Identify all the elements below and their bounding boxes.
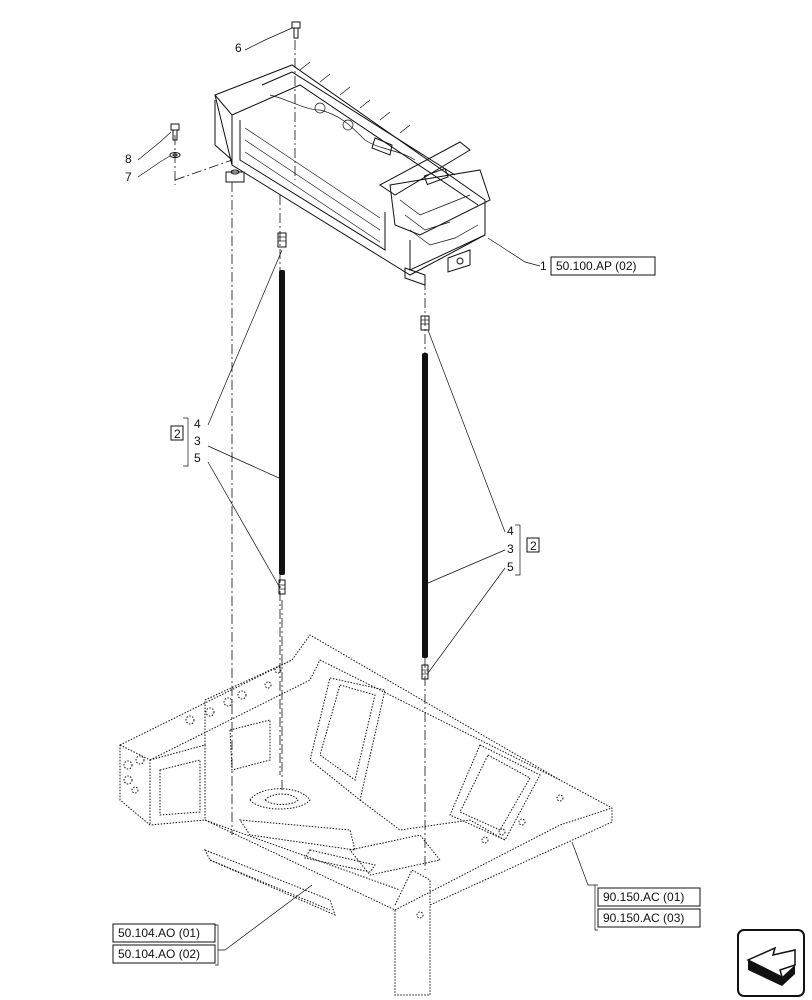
- cab-floor-frame: [119, 634, 613, 996]
- ref-floor-a[interactable]: 50.104.AO (01): [112, 923, 216, 943]
- ref-frame-a-label: 90.150.AC (01): [603, 890, 684, 904]
- left-callout-5: 5: [194, 451, 201, 465]
- ref-floor-b[interactable]: 50.104.AO (02): [112, 944, 216, 964]
- right-callout-3: 3: [507, 542, 514, 556]
- left-callout-3: 3: [194, 434, 201, 448]
- screw-8-washer-7: [169, 123, 181, 158]
- hvac-unit: [214, 61, 491, 286]
- ref-frame-b-label: 90.150.AC (03): [603, 911, 684, 925]
- right-kit-badge: 2: [530, 539, 537, 553]
- ref-floor-group: 50.104.AO (01) 50.104.AO (02): [112, 923, 219, 966]
- ref-unit[interactable]: 50.100.AP (02): [550, 256, 656, 276]
- ref-frame-b[interactable]: 90.150.AC (03): [597, 908, 701, 928]
- ref-frame-group: 90.150.AC (01) 90.150.AC (03): [594, 884, 701, 931]
- next-page-arrow-icon[interactable]: [737, 929, 805, 997]
- ref-frame-a[interactable]: 90.150.AC (01): [597, 887, 701, 907]
- leader-lines: [137, 27, 595, 951]
- ref-floor-a-label: 50.104.AO (01): [118, 926, 200, 940]
- callout-1: 1: [540, 259, 547, 273]
- callout-8: 8: [125, 152, 132, 166]
- left-callout-4: 4: [194, 417, 201, 431]
- ref-unit-label: 50.100.AP (02): [556, 259, 637, 273]
- callout-6: 6: [235, 41, 242, 55]
- ref-floor-b-label: 50.104.AO (02): [118, 947, 200, 961]
- callout-7: 7: [125, 170, 132, 184]
- left-gas-strut: [277, 232, 287, 595]
- right-callout-5: 5: [507, 560, 514, 574]
- right-gas-strut: [420, 315, 430, 680]
- right-callout-4: 4: [507, 524, 514, 538]
- screw-6: [291, 21, 301, 39]
- right-kit-badge-box: [526, 537, 540, 553]
- left-kit-badge-box: [170, 425, 184, 441]
- left-kit-badge: 2: [174, 427, 181, 441]
